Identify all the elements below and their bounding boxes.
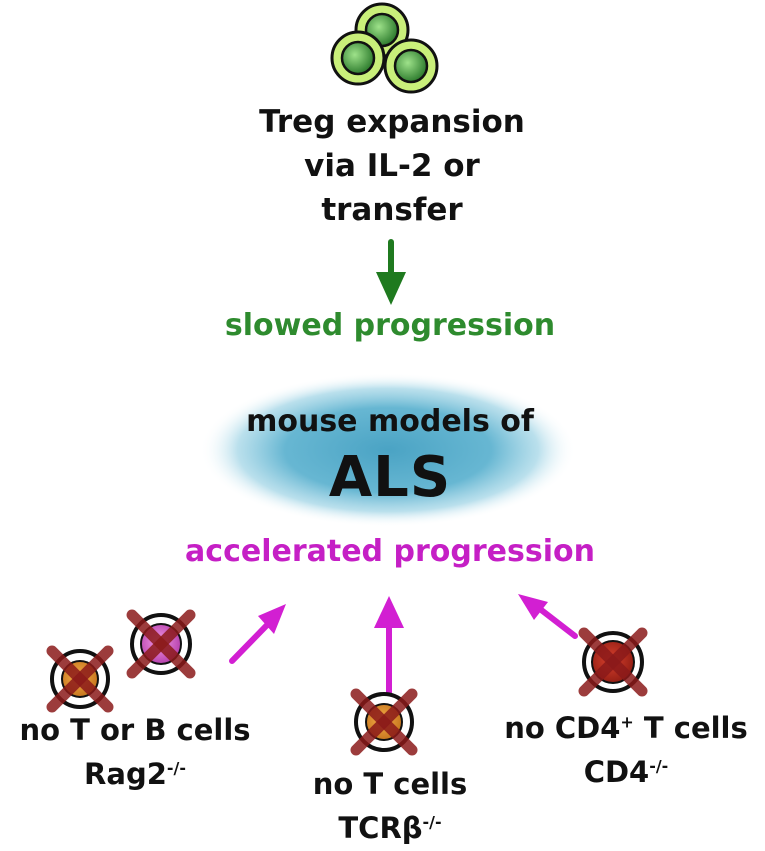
- accelerated-progression-label: accelerated progression: [185, 534, 595, 569]
- crossed-out-cell-icon: [46, 645, 114, 713]
- crossed-out-cell-icon: [126, 609, 196, 679]
- treg-cell-cluster-icon: [330, 2, 439, 94]
- cd4-desc-post: T cells: [633, 711, 748, 745]
- cd4-genotype: CD4-/-: [487, 750, 765, 794]
- crossed-out-cell-icon: [578, 627, 648, 697]
- als-ellipse-background: [200, 373, 576, 527]
- cd4-desc-sup: +: [620, 712, 634, 732]
- rag2-genotype-sup: -/-: [166, 758, 186, 778]
- rag2-description: no T or B cells: [19, 713, 251, 747]
- magenta-arrow-right-icon: [518, 594, 578, 639]
- rag2-gene: Rag2: [84, 757, 167, 791]
- treg-cell-left: [330, 30, 386, 86]
- magenta-arrow-middle-icon: [374, 596, 404, 696]
- crossed-out-cell-icon: [350, 688, 418, 756]
- tcrb-genotype: TCRβ-/-: [260, 806, 520, 850]
- treg-expansion-label: Treg expansion via IL-2 or transfer: [232, 100, 552, 232]
- tcrb-knockout-label: no T cells TCRβ-/-: [260, 762, 520, 850]
- rag2-knockout-label: no T or B cells Rag2-/-: [0, 708, 270, 796]
- green-down-arrow-icon: [376, 239, 406, 305]
- tcrb-genotype-sup: -/-: [422, 812, 442, 832]
- cd4-genotype-sup: -/-: [649, 756, 669, 776]
- slowed-progression-label: slowed progression: [224, 308, 556, 343]
- als-label: ALS: [328, 445, 452, 510]
- cd4-description: no CD4+ T cells: [487, 706, 765, 750]
- magenta-arrow-left-icon: [229, 604, 286, 664]
- treg-cell-right: [383, 38, 439, 94]
- tcrb-gene: TCRβ: [338, 811, 423, 845]
- treg-line-1: Treg expansion: [259, 104, 525, 140]
- cd4-desc-pre: no CD4: [504, 711, 621, 745]
- rag2-genotype: Rag2-/-: [0, 752, 270, 796]
- mouse-models-label: mouse models of: [246, 404, 534, 439]
- tcrb-description: no T cells: [312, 767, 468, 801]
- treg-line-3: transfer: [321, 192, 463, 228]
- cd4-gene: CD4: [583, 755, 650, 789]
- cd4-knockout-label: no CD4+ T cells CD4-/-: [487, 706, 765, 794]
- treg-line-2: via IL-2 or: [304, 148, 480, 184]
